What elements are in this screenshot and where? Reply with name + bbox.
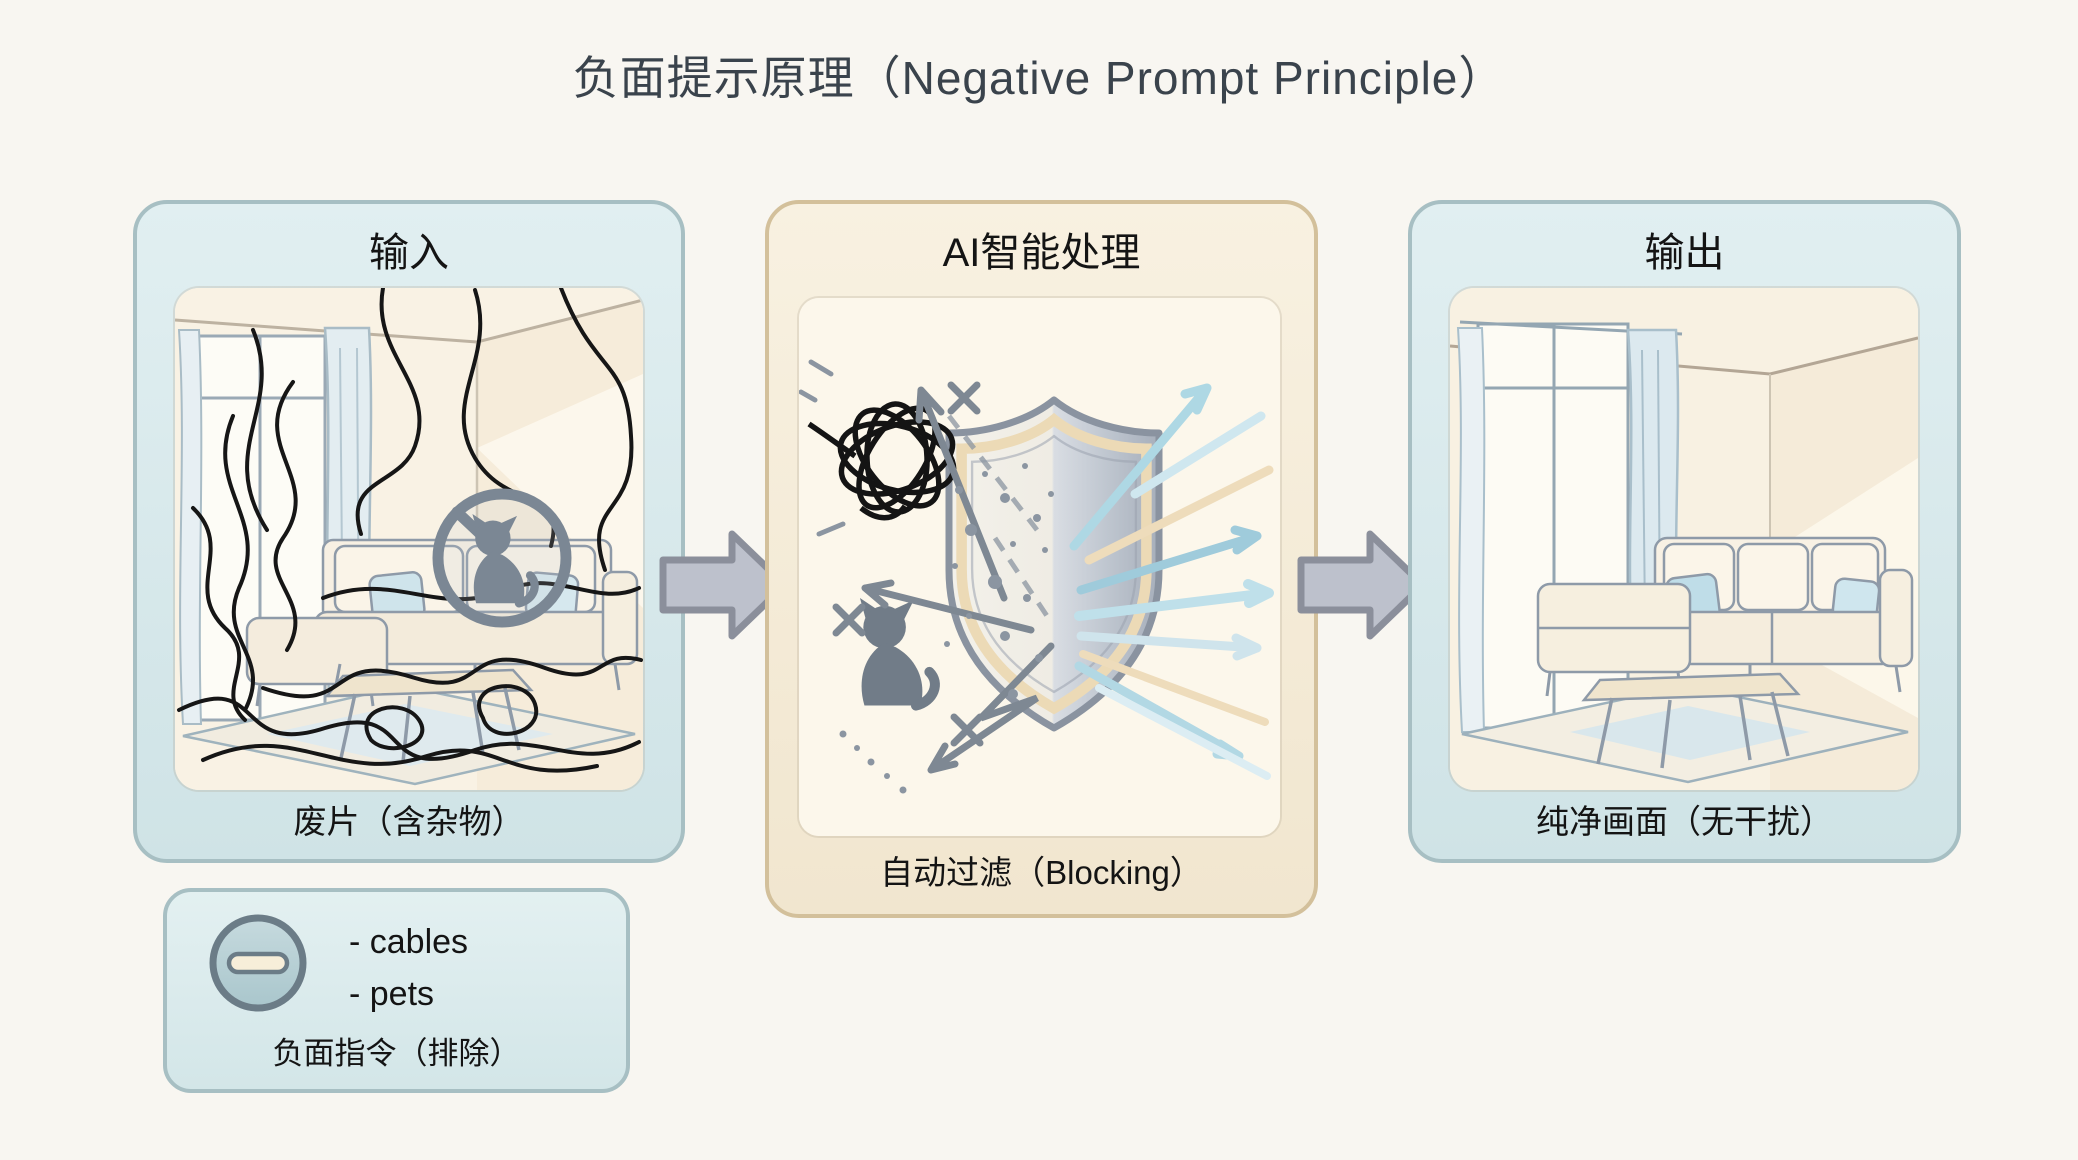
debris-dots [839,463,1054,794]
minus-circle-icon [209,914,307,1012]
x-mark-icons [832,381,984,747]
incoming-trajectories [947,414,1050,618]
no-cat-sign-icon [432,488,572,628]
legend-item-pets: - pets [349,975,435,1013]
negative-prompt-legend: - cables - pets 负面指令（排除） [163,888,630,1093]
sofa [1536,536,1914,697]
flow-arrow-right-icon [659,530,789,640]
ai-processing-panel: AI智能处理 [765,200,1318,918]
input-panel-caption: 废片（含杂物） [293,803,525,840]
passing-arrow-icons [1069,383,1274,780]
shield-filter-illustration [799,298,1280,836]
coffee-table [1581,672,1801,769]
ai-processing-panel-title: AI智能处理 [942,231,1141,275]
output-panel-title: 输出 [1644,231,1725,275]
input-panel-title: 输入 [369,231,449,275]
negative-prompt-list: - cables - pets [349,916,468,1020]
blocked-arrow-icons [861,386,1055,774]
legend-caption: 负面指令（排除） [272,1036,521,1071]
processing-illustration-card [799,298,1280,836]
messy-room-illustration [175,288,643,790]
scribble-clutter-icon [807,401,957,521]
tangled-cables [177,288,643,773]
debris-dashes [799,359,846,537]
input-panel: 输入 [133,200,685,863]
legend-item-cables: - cables [349,923,469,961]
page-title: 负面提示原理（Negative Prompt Principle） [572,52,1506,104]
flow-arrow-right-icon [1297,530,1427,640]
clean-room-illustration [1450,288,1918,790]
output-panel-caption: 纯净画面（无干扰） [1536,803,1833,840]
ai-processing-panel-caption: 自动过滤（Blocking） [880,854,1203,891]
cat-icon [859,598,940,711]
cat-icon [472,514,539,608]
rug [182,684,636,786]
output-illustration-card [1450,288,1918,790]
input-illustration-card [175,288,643,790]
output-panel: 输出 [1408,200,1961,863]
